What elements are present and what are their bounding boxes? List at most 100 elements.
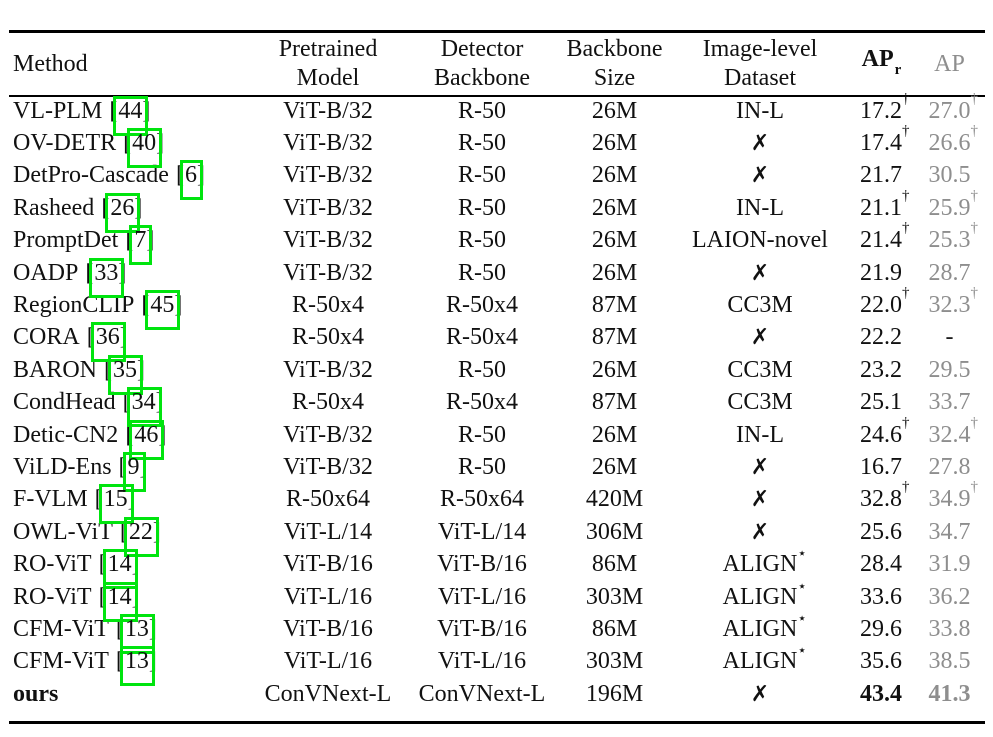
method-name: PromptDet [13, 227, 119, 254]
citation-link-box[interactable]: 6 [179, 160, 203, 201]
citation-link-box[interactable]: 7 [129, 225, 153, 266]
table-bottom-rule [9, 721, 985, 724]
ap-value: 34.7 [928, 518, 971, 545]
apr-cell: 35.6 [848, 646, 914, 678]
pretrained-model-value: ViT-B/32 [283, 162, 373, 189]
citation: [45] [141, 290, 182, 331]
citation-link-box[interactable]: 26 [105, 192, 141, 233]
citation-link-box[interactable]: 13 [119, 613, 155, 654]
citation-link-box[interactable]: 40 [127, 128, 163, 169]
apr-cell: 25.1 [848, 387, 914, 419]
detector-backbone-cell: R-50 [407, 354, 557, 386]
apr-dagger-superscript: † [902, 90, 910, 107]
apr-value: 43.4 [860, 680, 902, 707]
apr-cell: 21.4† [848, 220, 914, 257]
method-name: F-VLM [13, 486, 88, 513]
citation: [46] [125, 419, 166, 460]
citation-link-box[interactable]: 14 [102, 549, 138, 590]
detector-backbone-value: ConVNext-L [418, 680, 546, 707]
image-level-dataset-value: IN-L [736, 194, 784, 221]
backbone-size-value: 26M [591, 259, 638, 286]
apr-dagger-superscript: † [902, 123, 910, 140]
table-row: OV-DETR[40] ViT-B/32 R-50 26M ✗ 17.4† 26… [9, 123, 985, 169]
detector-backbone-value: R-50x64 [440, 486, 524, 513]
pretrained-model-cell: ViT-B/32 [249, 95, 407, 127]
ap-cell: 31.9 [914, 548, 985, 580]
detector-backbone-cell: R-50 [407, 451, 557, 483]
detector-backbone-cell: R-50 [407, 257, 557, 289]
detector-backbone-cell: ViT-L/16 [407, 581, 557, 613]
citation-link-box[interactable]: 15 [98, 484, 134, 525]
image-level-dataset-cell: ✗ [672, 160, 848, 192]
detector-backbone-value: R-50 [458, 421, 506, 448]
pretrained-model-value: ViT-B/32 [283, 259, 373, 286]
image-level-dataset-value: ALIGN [722, 551, 798, 578]
citation-link-box[interactable]: 34 [126, 387, 162, 428]
image-level-dataset-cell: CC3M [672, 387, 848, 419]
ap-cell: 34.7 [914, 516, 985, 548]
pretrained-model-cell: ViT-L/16 [249, 646, 407, 678]
method-name: CFM-ViT [13, 615, 109, 642]
method-name: ViLD-Ens [13, 453, 112, 480]
ap-cell: 33.7 [914, 387, 985, 419]
detector-backbone-value: R-50x4 [446, 389, 518, 416]
citation: [14] [99, 549, 140, 590]
citation-link-box[interactable]: 33 [89, 257, 125, 298]
ap-cell: 29.5 [914, 354, 985, 386]
ap-dagger-superscript: † [970, 479, 979, 496]
backbone-size-value: 303M [585, 583, 644, 610]
image-level-dataset-value: ✗ [750, 163, 770, 189]
image-level-dataset-value: ✗ [750, 519, 770, 545]
pretrained-model-cell: ViT-B/32 [249, 127, 407, 159]
image-level-dataset-cell: ALIGN⋆ [672, 611, 848, 645]
pretrained-model-value: ViT-L/14 [283, 518, 373, 545]
backbone-size-value: 26M [591, 453, 638, 480]
apr-cell: 22.2 [848, 322, 914, 354]
pretrained-model-value: R-50x64 [286, 486, 370, 513]
apr-cell: 23.2 [848, 354, 914, 386]
citation-link-box[interactable]: 35 [108, 354, 144, 395]
image-level-dataset-cell: ✗ [672, 451, 848, 483]
apr-value: 28.4 [860, 551, 902, 578]
pretrained-model-cell: ViT-B/16 [249, 548, 407, 580]
col-header-method: Method [13, 50, 88, 77]
citation-link-box[interactable]: 46 [129, 419, 165, 460]
image-level-dataset-cell: ✗ [672, 484, 848, 516]
apr-cell: 29.6 [848, 613, 914, 645]
pretrained-model-value: ViT-B/32 [283, 453, 373, 480]
citation-link-box[interactable]: 45 [145, 290, 181, 331]
image-level-dataset-cell: ✗ [672, 257, 848, 289]
apr-cell: 17.4† [848, 123, 914, 159]
col-header-detector-backbone: Detector Backbone [434, 36, 530, 91]
apr-cell: 33.6 [848, 581, 914, 613]
citation: [26] [101, 192, 142, 233]
ap-cell: 36.2 [914, 581, 985, 613]
table-row: CFM-ViT[13] ViT-L/16 ViT-L/16 303M ALIGN… [9, 643, 985, 687]
ap-value: 27.0 [928, 97, 971, 124]
backbone-size-cell: 303M [557, 646, 672, 678]
citation-link-box[interactable]: 22 [123, 516, 159, 557]
citation-link-box[interactable]: 44 [113, 95, 149, 136]
apr-value: 16.7 [860, 453, 902, 480]
pretrained-model-cell: ConVNext-L [249, 678, 407, 710]
image-level-dataset-cell: IN-L [672, 192, 848, 224]
backbone-size-value: 26M [591, 356, 638, 383]
method-cell: OADP[33] [9, 257, 249, 298]
pretrained-model-value: ViT-B/16 [283, 615, 373, 642]
method-cell: RO-ViT[14] [9, 581, 249, 622]
backbone-size-value: 306M [585, 518, 644, 545]
pretrained-model-value: ViT-B/32 [283, 421, 373, 448]
detector-backbone-cell: R-50x4 [407, 289, 557, 321]
ap-dagger-superscript: † [970, 414, 979, 431]
ap-cell: 27.8 [914, 451, 985, 483]
citation-link-box[interactable]: 9 [122, 451, 146, 492]
apr-cell: 17.2† [848, 91, 914, 127]
table-row: RO-ViT[14] ViT-B/16 ViT-B/16 86M ALIGN⋆ … [9, 546, 985, 590]
method-name: BARON [13, 356, 98, 383]
citation-link-box[interactable]: 13 [119, 646, 155, 687]
results-table: Method Pretrained Model Detector Backbon… [9, 33, 985, 710]
backbone-size-cell: 87M [557, 387, 672, 419]
detector-backbone-cell: R-50 [407, 95, 557, 127]
ap-value: 27.8 [928, 453, 971, 480]
image-level-dataset-value: ✗ [750, 487, 770, 513]
